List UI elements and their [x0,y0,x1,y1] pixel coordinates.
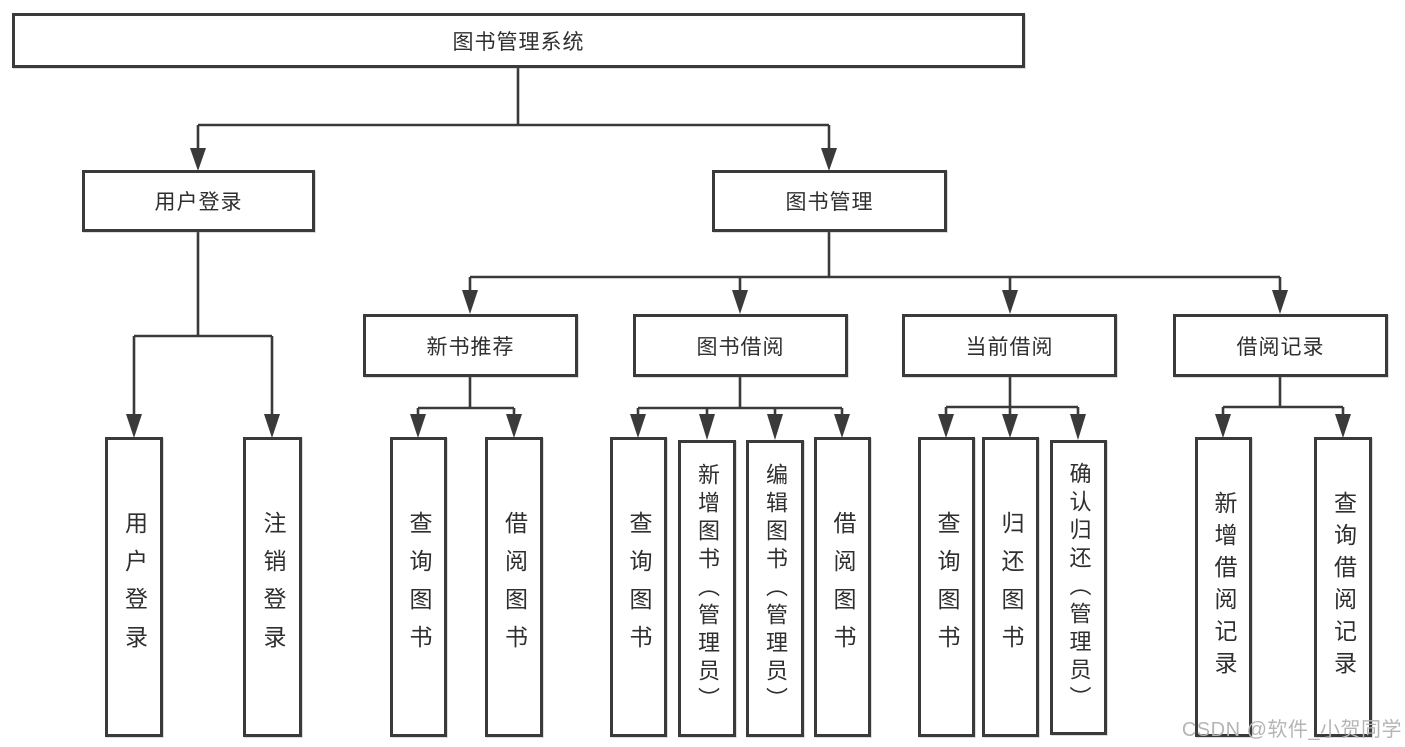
node-book-borrow: 图书借阅 [633,314,848,377]
leaf-add-books-admin: 新增图书（管理员） [678,440,736,737]
leaf-borrow-books: 借阅图书 [814,437,871,737]
node-new-book-recommend-label: 新书推荐 [426,335,515,359]
node-current-borrow-label: 当前借阅 [965,335,1054,359]
node-user-login: 用户登录 [82,170,315,232]
leaf-query-books-current-label: 查询图书 [934,511,960,663]
node-root-system: 图书管理系统 [12,13,1025,68]
leaf-query-books-borrow-label: 查询图书 [626,511,652,663]
leaf-query-borrow-record: 查询借阅记录 [1314,437,1372,737]
leaf-query-books-current: 查询图书 [918,437,975,737]
node-book-management: 图书管理 [712,170,947,232]
csdn-watermark: CSDN @软件_小贺同学 [1181,719,1402,741]
leaf-borrow-books-label: 借阅图书 [830,511,856,663]
leaf-user-login-label: 用户登录 [121,511,148,663]
leaf-query-borrow-record-label: 查询借阅记录 [1330,491,1357,683]
leaf-user-login: 用户登录 [105,437,163,737]
node-book-management-label: 图书管理 [785,191,874,214]
node-current-borrow: 当前借阅 [902,314,1117,377]
leaf-return-books: 归还图书 [982,437,1039,737]
leaf-query-books-recommend-label: 查询图书 [406,511,432,663]
node-book-borrow-label: 图书借阅 [696,335,785,359]
node-user-login-label: 用户登录 [154,191,243,214]
leaf-edit-books-admin-label: 编辑图书（管理员） [763,462,788,715]
leaf-add-books-admin-label: 新增图书（管理员） [695,462,720,715]
node-new-book-recommend: 新书推荐 [363,314,578,377]
leaf-logout-label: 注销登录 [260,511,286,663]
leaf-add-borrow-record: 新增借阅记录 [1195,437,1252,737]
leaf-borrow-books-recommend: 借阅图书 [485,437,543,737]
leaf-edit-books-admin: 编辑图书（管理员） [746,440,804,737]
leaf-query-books-borrow: 查询图书 [610,437,667,737]
leaf-borrow-books-recommend-label: 借阅图书 [501,511,528,663]
leaf-return-books-label: 归还图书 [998,511,1024,663]
leaf-logout: 注销登录 [243,437,302,737]
leaf-confirm-return-admin: 确认归还（管理员） [1050,440,1107,735]
leaf-confirm-return-admin-label: 确认归还（管理员） [1066,461,1092,714]
leaf-add-borrow-record-label: 新增借阅记录 [1211,491,1237,683]
node-borrow-records: 借阅记录 [1173,314,1388,377]
leaf-query-books-recommend: 查询图书 [390,437,447,737]
node-borrow-records-label: 借阅记录 [1236,335,1325,359]
node-root-label: 图书管理系统 [452,30,585,54]
